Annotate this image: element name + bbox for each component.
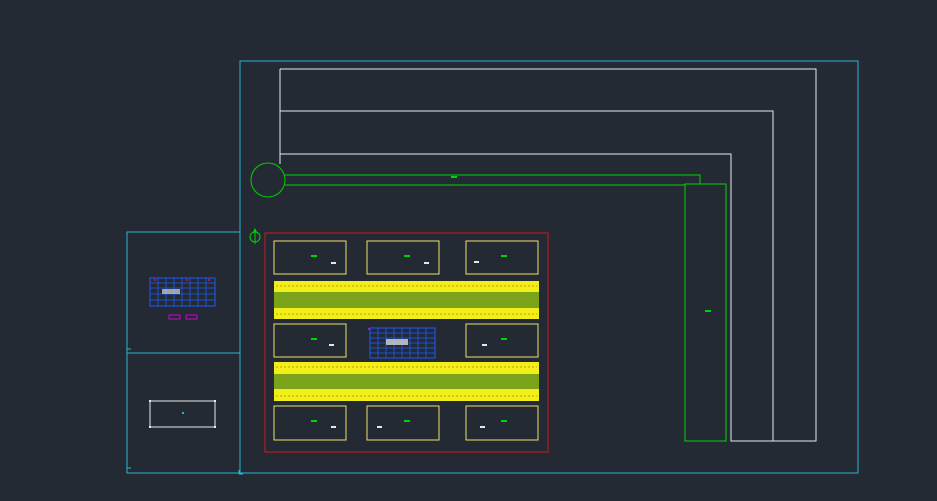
plot[interactable] [273, 323, 347, 358]
plot[interactable] [273, 405, 347, 441]
ucs-corner-icon [238, 470, 243, 475]
landscape-strip[interactable] [274, 362, 539, 401]
site-boundary[interactable] [239, 60, 859, 474]
path-marker [705, 310, 711, 312]
annex-boundary-lower[interactable] [126, 352, 241, 474]
road-outer-edge[interactable] [280, 68, 817, 442]
annex-boundary-upper[interactable] [126, 231, 241, 354]
road-middle-edge[interactable] [279, 69, 774, 442]
access-path[interactable] [285, 174, 727, 442]
annex-block[interactable] [149, 400, 216, 428]
path-marker [451, 176, 457, 178]
landscape-strip[interactable] [274, 281, 539, 319]
annex-floorplan-detail[interactable] [149, 277, 216, 320]
plot[interactable] [366, 405, 440, 441]
plot[interactable] [465, 405, 539, 441]
plot[interactable] [465, 323, 539, 358]
plot-markers [311, 255, 507, 422]
north-arrow-icon [249, 228, 261, 244]
selection-frame[interactable] [264, 232, 549, 453]
plot[interactable] [273, 240, 347, 275]
floorplan-detail[interactable] [368, 327, 436, 359]
plot-tags [329, 261, 487, 428]
plot[interactable] [366, 240, 440, 275]
turnaround-circle[interactable] [250, 162, 286, 198]
plot[interactable] [465, 240, 539, 275]
